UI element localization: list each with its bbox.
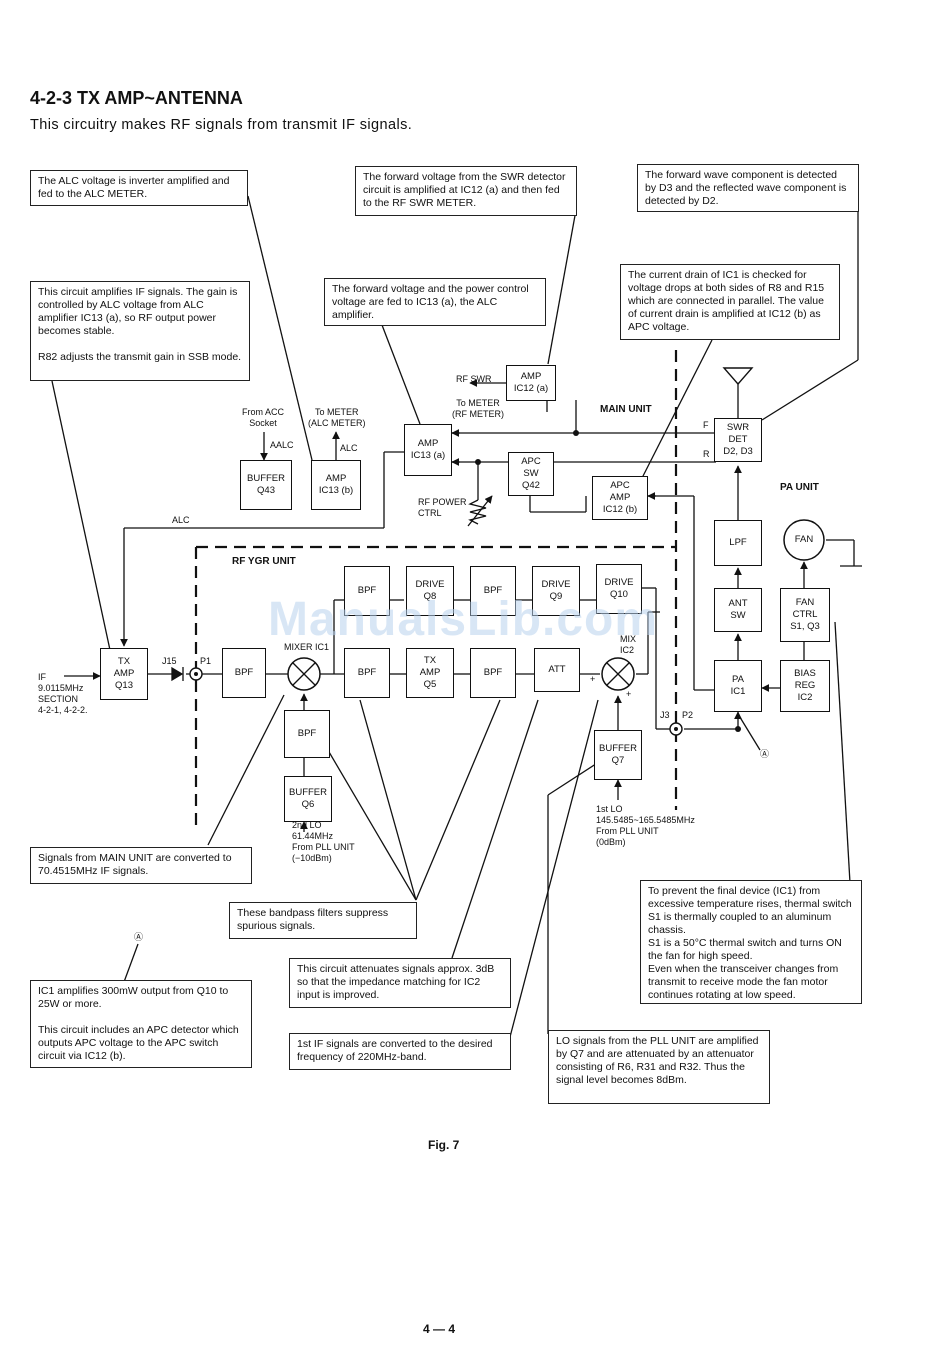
plus-mark-1: + <box>590 674 596 684</box>
from-acc-label: From ACC Socket <box>242 407 285 428</box>
rf-swr-label: RF SWR <box>456 374 492 384</box>
drive-q8-block: DRIVE Q8 <box>406 566 454 616</box>
bpf-lower-2-block: BPF <box>470 648 516 698</box>
amp-ic13b-block: AMP IC13 (b) <box>311 460 361 510</box>
note-current-drain: The current drain of IC1 is checked for … <box>620 264 840 340</box>
note-main-unit-conv: Signals from MAIN UNIT are converted to … <box>30 847 252 884</box>
tx-amp-q5-block: TX AMP Q5 <box>406 648 454 698</box>
f-label: F <box>703 420 709 430</box>
note-swr-forward: The forward voltage from the SWR detecto… <box>355 166 577 216</box>
apc-sw-block: APC SW Q42 <box>508 452 554 496</box>
bpf-lo-block: BPF <box>284 710 330 758</box>
first-lo-label: 1st LO 145.5485~165.5485MHz From PLL UNI… <box>596 804 695 847</box>
note-attenuate: This circuit attenuates signals approx. … <box>289 958 511 1008</box>
amp-ic13a-block: AMP IC13 (a) <box>404 424 452 476</box>
att-block: ATT <box>534 648 580 692</box>
to-meter-rf-label: To METER (RF METER) <box>452 398 504 419</box>
main-unit-label: MAIN UNIT <box>600 404 652 415</box>
note-lo-signals: LO signals from the PLL UNIT are amplifi… <box>548 1030 770 1104</box>
fan-ctrl-block: FAN CTRL S1, Q3 <box>780 588 830 642</box>
bpf-input-block: BPF <box>222 648 266 698</box>
apc-amp-block: APC AMP IC12 (b) <box>592 476 648 520</box>
amp-ic12a-block: AMP IC12 (a) <box>506 365 556 401</box>
second-lo-label: 2nd LO 61.44MHz From PLL UNIT (−10dBm) <box>292 820 355 863</box>
pa-unit-label: PA UNIT <box>780 482 819 493</box>
to-meter-alc-label: To METER (ALC METER) <box>308 407 366 428</box>
buffer-q6-block: BUFFER Q6 <box>284 776 332 822</box>
note-forward-power: The forward voltage and the power contro… <box>324 278 546 326</box>
alc-short-label: ALC <box>340 443 358 453</box>
note-ic1-amp: IC1 amplifies 300mW output from Q10 to 2… <box>30 980 252 1068</box>
buffer-q43-block: BUFFER Q43 <box>240 460 292 510</box>
drive-q10-block: DRIVE Q10 <box>596 564 642 614</box>
watermark: ManualsLib.com <box>268 593 659 646</box>
page-subtitle: This circuitry makes RF signals from tra… <box>30 117 413 133</box>
plus-mark-2: + <box>626 689 632 699</box>
pa-ic1-block: PA IC1 <box>714 660 762 712</box>
figure-caption: Fig. 7 <box>428 1138 460 1152</box>
bpf-upper-1-block: BPF <box>344 566 390 616</box>
page-number: 4 — 4 <box>423 1322 456 1336</box>
bias-reg-block: BIAS REG IC2 <box>780 660 830 712</box>
drive-q9-block: DRIVE Q9 <box>532 566 580 616</box>
bpf-lower-1-block: BPF <box>344 648 390 698</box>
fan-block: FAN <box>794 534 814 545</box>
if-input-label: IF 9.0115MHz SECTION 4-2-1, 4-2-2. <box>38 672 88 715</box>
j3-label: J3 <box>660 710 670 720</box>
r-label: R <box>703 449 710 459</box>
alc-line-label: ALC <box>172 515 190 525</box>
tx-amp-q13-block: TX AMP Q13 <box>100 648 148 700</box>
note-final-device: To prevent the final device (IC1) from e… <box>640 880 862 1004</box>
ref-a-mark-pa: Ⓐ <box>760 749 770 759</box>
aalc-label: AALC <box>270 440 294 450</box>
rf-ygr-unit-label: RF YGR UNIT <box>232 556 296 567</box>
note-forward-wave: The forward wave component is detected b… <box>637 164 859 212</box>
note-if-amp: This circuit amplifies IF signals. The g… <box>30 281 250 381</box>
swr-det-block: SWR DET D2, D3 <box>714 418 762 462</box>
page-title: 4-2-3 TX AMP~ANTENNA <box>30 88 243 108</box>
p1-label: P1 <box>200 656 212 666</box>
rf-power-ctrl-label: RF POWER CTRL <box>418 497 467 518</box>
note-bandpass: These bandpass filters suppress spurious… <box>229 902 417 939</box>
bpf-upper-2-block: BPF <box>470 566 516 616</box>
ant-sw-block: ANT SW <box>714 588 762 632</box>
mixer-ic1-label: MIXER IC1 <box>284 642 330 652</box>
buffer-q7-block: BUFFER Q7 <box>594 730 642 780</box>
j15-label: J15 <box>162 656 177 666</box>
mix-ic2-label: MIX IC2 <box>620 634 637 655</box>
ref-a-mark-note: Ⓐ <box>134 932 144 942</box>
p2-label: P2 <box>682 710 694 720</box>
note-alc-voltage: The ALC voltage is inverter amplified an… <box>30 170 248 206</box>
note-first-if: 1st IF signals are converted to the desi… <box>289 1033 511 1070</box>
lpf-block: LPF <box>714 520 762 566</box>
